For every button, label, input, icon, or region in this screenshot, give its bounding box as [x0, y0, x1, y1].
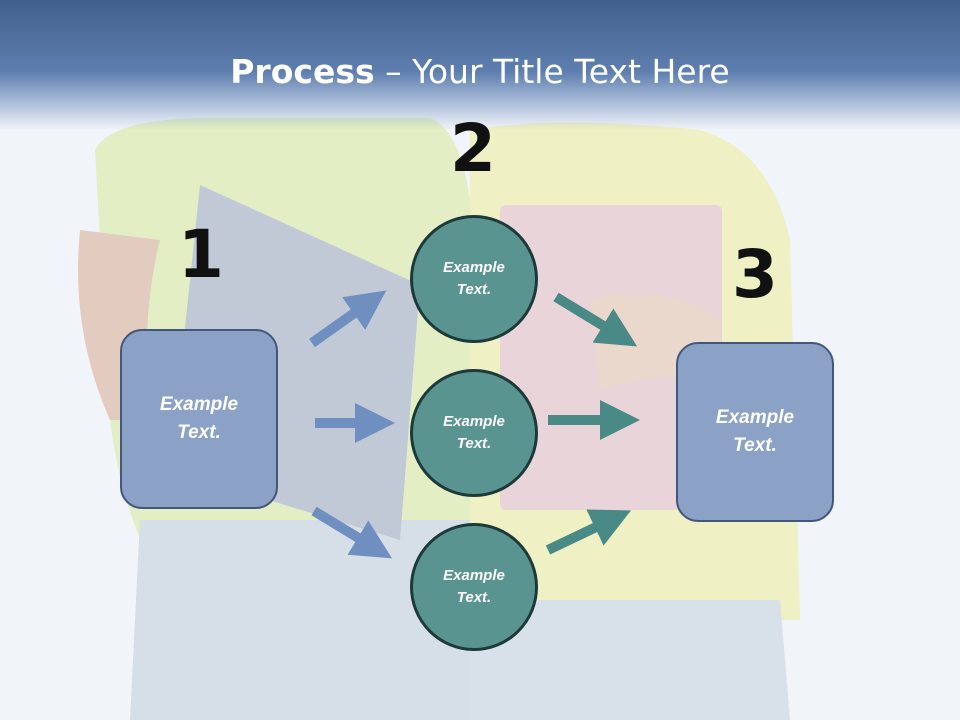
- left-text-box: Example Text.: [120, 329, 278, 509]
- circle-text: Example Text.: [443, 258, 505, 299]
- left-box-text: Example Text.: [159, 393, 239, 444]
- arrow-left-down: [311, 506, 393, 559]
- right-box-text: Example Text.: [715, 406, 795, 457]
- process-circle-middle: Example Text.: [410, 369, 538, 497]
- step-number-3: 3: [732, 236, 778, 313]
- title-rest: – Your Title Text Here: [374, 52, 730, 91]
- circle-text: Example Text.: [443, 412, 505, 453]
- slide-title: Process – Your Title Text Here: [0, 52, 960, 91]
- arrow-left-up: [309, 290, 387, 348]
- title-bold: Process: [230, 52, 375, 91]
- title-bar: [0, 0, 960, 130]
- arrow-right-down: [553, 292, 638, 347]
- process-circle-top: Example Text.: [410, 215, 538, 343]
- circle-text: Example Text.: [443, 566, 505, 607]
- arrow-right-up: [545, 509, 632, 555]
- step-number-2: 2: [450, 110, 496, 187]
- process-circle-bottom: Example Text.: [410, 523, 538, 651]
- right-text-box: Example Text.: [676, 342, 834, 522]
- step-number-1: 1: [178, 216, 224, 293]
